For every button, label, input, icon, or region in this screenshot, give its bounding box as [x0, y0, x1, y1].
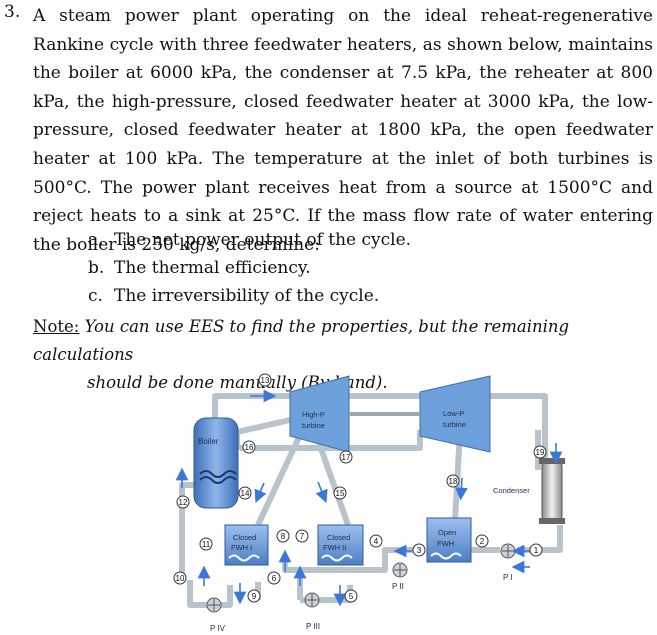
pump-4: [206, 597, 222, 613]
state-10-label: 10: [176, 574, 185, 583]
hp-turbine: High-P turbine: [289, 375, 350, 453]
state-1-label: 1: [534, 546, 539, 555]
state-19: 19: [533, 445, 547, 459]
boiler-label: Boiler: [198, 437, 219, 446]
open-fwh: Open FWH: [426, 517, 472, 563]
closed-fwh-1-label-1: Closed: [233, 533, 256, 542]
question-a-text: The net power output of the cycle.: [114, 230, 412, 250]
state-4: 4: [369, 534, 383, 548]
state-2-label: 2: [480, 537, 485, 546]
closed-fwh-1-label-2: FWH I: [231, 543, 252, 552]
open-fwh-label-2: FWH: [437, 539, 454, 548]
state-13: 13: [258, 373, 272, 387]
state-17: 17: [339, 450, 353, 464]
question-a-label: a.: [88, 230, 104, 250]
state-17-label: 17: [342, 453, 351, 462]
state-numbers: 1 2 3 4 5 6 7 8 9 10 11 12 13 14 15 16 1…: [173, 373, 547, 603]
question-b-label: b.: [88, 258, 105, 278]
lp-turbine-label-1: Low-P: [443, 409, 464, 418]
state-6: 6: [267, 571, 281, 585]
state-19-label: 19: [536, 448, 545, 457]
state-11-label: 11: [202, 540, 211, 549]
closed-fwh-2-label-2: FWH II: [323, 543, 346, 552]
closed-fwh-2: Closed FWH II: [317, 524, 364, 566]
state-9-label: 9: [252, 592, 257, 601]
hp-turbine-label-2: turbine: [302, 421, 325, 430]
state-2: 2: [475, 534, 489, 548]
state-15-label: 15: [336, 489, 345, 498]
state-18-label: 18: [449, 477, 458, 486]
closed-fwh-2-label-1: Closed: [327, 533, 350, 542]
closed-fwh-1: Closed FWH I: [224, 524, 269, 566]
pump-3: [304, 592, 320, 608]
question-b-text: The thermal efficiency.: [114, 258, 311, 278]
pumps: P I P II P III P IV: [206, 543, 516, 633]
state-11: 11: [199, 537, 213, 551]
state-16: 16: [242, 440, 256, 454]
note-label: Note:: [33, 317, 80, 336]
pump-4-label: P IV: [210, 624, 226, 633]
problem-statement: A steam power plant operating on the ide…: [33, 6, 653, 255]
state-12-label: 12: [179, 498, 188, 507]
state-7: 7: [295, 529, 309, 543]
state-5: 5: [344, 589, 358, 603]
state-13-label: 13: [261, 376, 270, 385]
state-16-label: 16: [245, 443, 254, 452]
state-14-label: 14: [241, 489, 250, 498]
note-line-1: You can use EES to find the properties, …: [33, 317, 570, 364]
question-b: b. The thermal efficiency.: [88, 258, 311, 278]
lp-turbine: Low-P turbine: [419, 375, 491, 453]
state-6-label: 6: [272, 574, 277, 583]
state-4-label: 4: [374, 537, 379, 546]
lp-turbine-label-2: turbine: [443, 420, 466, 429]
question-c-label: c.: [88, 286, 103, 306]
pump-2: [392, 562, 408, 578]
pump-2-label: P II: [392, 582, 404, 591]
pump-1-label: P I: [503, 573, 513, 582]
state-10: 10: [173, 571, 187, 585]
condenser-label: Condenser: [493, 486, 530, 495]
state-12: 12: [176, 495, 190, 509]
question-c: c. The irreversibility of the cycle.: [88, 286, 379, 306]
state-3-label: 3: [417, 546, 422, 555]
state-8: 8: [276, 529, 290, 543]
state-1: 1: [529, 543, 543, 557]
pump-3-label: P III: [306, 622, 320, 631]
pump-1: [500, 543, 516, 559]
problem-number: 3.: [4, 2, 21, 22]
question-c-text: The irreversibility of the cycle.: [114, 286, 380, 306]
state-15: 15: [333, 486, 347, 500]
state-14: 14: [238, 486, 252, 500]
condenser: Condenser: [493, 458, 565, 524]
state-9: 9: [247, 589, 261, 603]
boiler: Boiler: [193, 417, 239, 509]
state-5-label: 5: [349, 592, 354, 601]
state-8-label: 8: [281, 532, 286, 541]
state-3: 3: [412, 543, 426, 557]
state-7-label: 7: [300, 532, 305, 541]
state-18: 18: [446, 474, 460, 488]
hp-turbine-label-1: High-P: [302, 410, 325, 419]
open-fwh-label-1: Open: [438, 528, 456, 537]
question-a: a. The net power output of the cycle.: [88, 230, 411, 250]
flow-arrows: [175, 389, 563, 607]
